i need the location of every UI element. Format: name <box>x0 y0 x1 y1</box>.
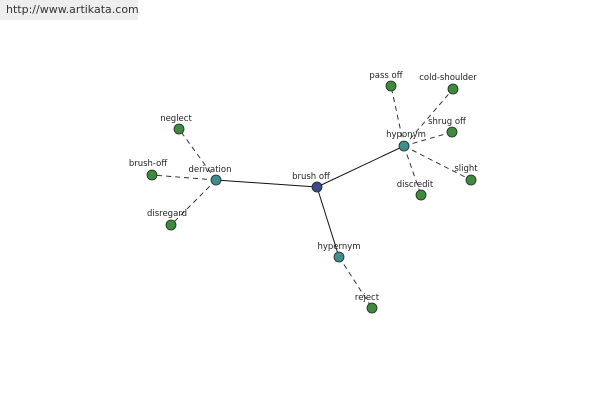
node-hypernym[interactable] <box>333 251 345 263</box>
node-slight[interactable] <box>465 174 477 186</box>
edge-hyponym-cold-shoulder <box>403 88 454 147</box>
label-center: brush off <box>292 172 331 182</box>
label-cold-shoulder: cold-shoulder <box>419 73 477 83</box>
label-hypernym: hypernym <box>317 242 360 252</box>
label-disregard: disregard <box>147 209 187 219</box>
node-center[interactable] <box>311 181 323 193</box>
label-pass-off: pass off <box>369 71 403 81</box>
label-slight: slight <box>454 164 478 174</box>
node-reject[interactable] <box>366 302 378 314</box>
edge-center-derivation <box>215 179 318 188</box>
edge-center-hyponym <box>316 145 405 188</box>
node-derivation[interactable] <box>210 174 222 186</box>
edge-hypernym-reject <box>338 256 373 309</box>
edge-center-hypernym <box>316 186 340 258</box>
node-brush-off[interactable] <box>146 169 158 181</box>
label-reject: reject <box>355 293 380 303</box>
label-shrug-off: shrug off <box>428 117 467 127</box>
label-discredit: discredit <box>397 180 434 190</box>
labels-layer: brush off derivation hyponym hypernym ne… <box>129 71 478 303</box>
label-hyponym: hyponym <box>386 130 426 140</box>
edge-hyponym-pass-off <box>390 85 405 147</box>
nodes-layer <box>146 80 477 314</box>
watermark-bar: http://www.artikata.com <box>0 0 139 20</box>
node-shrug-off[interactable] <box>446 126 458 138</box>
node-disregard[interactable] <box>165 219 177 231</box>
node-discredit[interactable] <box>415 189 427 201</box>
watermark-url: http://www.artikata.com <box>6 3 139 16</box>
edge-derivation-neglect <box>178 128 217 181</box>
edge-derivation-disregard <box>170 179 217 226</box>
node-pass-off[interactable] <box>385 80 397 92</box>
edge-hyponym-slight <box>403 145 472 181</box>
node-cold-shoulder[interactable] <box>447 83 459 95</box>
label-brush-off: brush-off <box>129 159 169 169</box>
node-neglect[interactable] <box>173 123 185 135</box>
label-neglect: neglect <box>160 114 192 124</box>
node-hyponym[interactable] <box>398 140 410 152</box>
edge-derivation-brush-off <box>151 174 217 181</box>
label-derivation: derivation <box>188 165 231 175</box>
edges-layer <box>151 85 472 309</box>
